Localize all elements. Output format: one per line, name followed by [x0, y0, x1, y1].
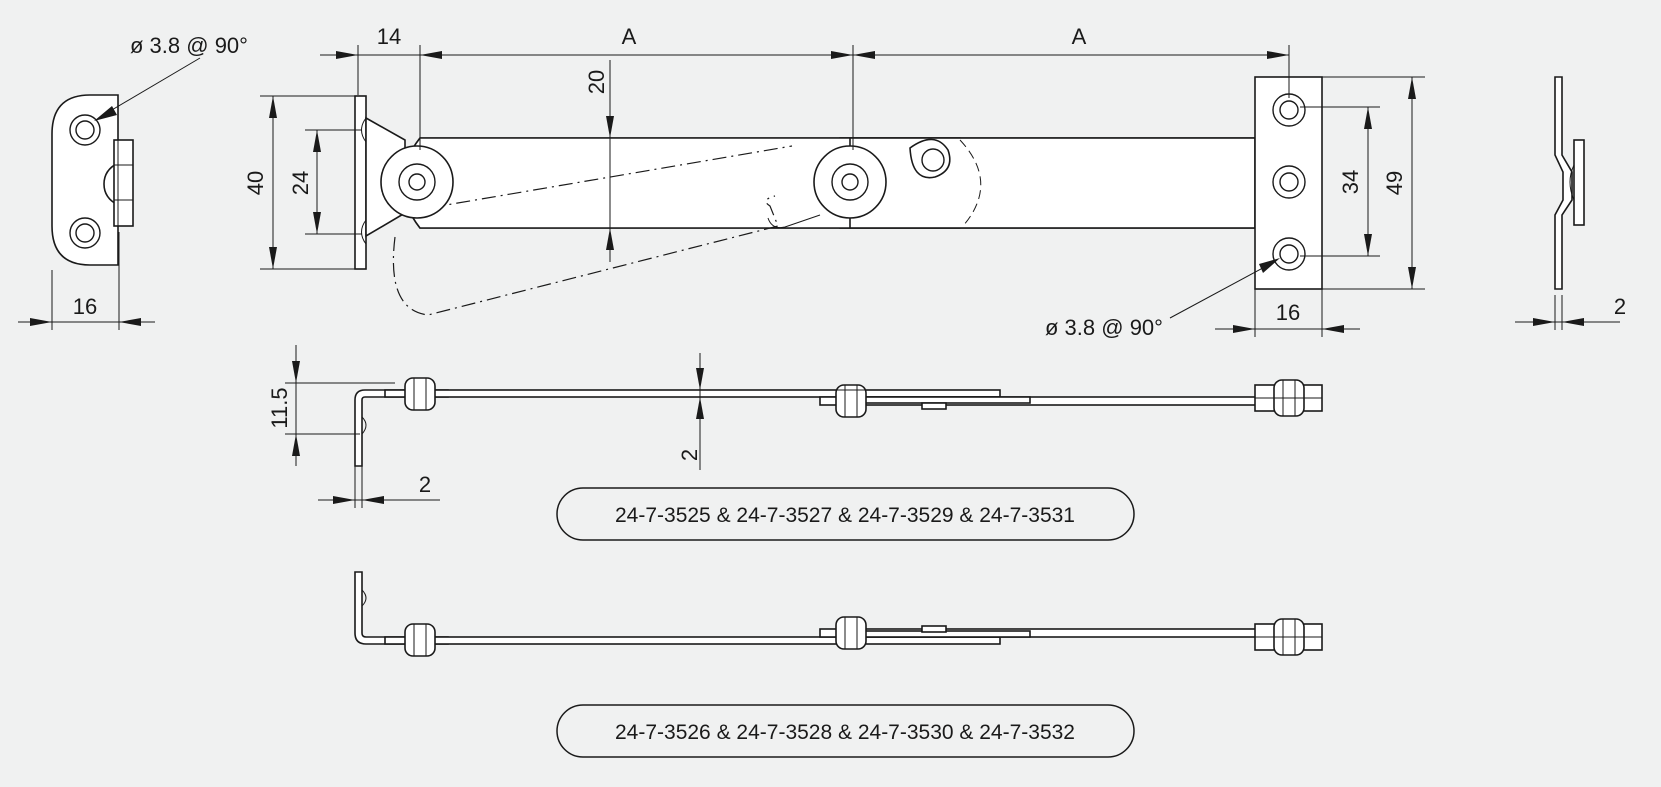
hole-spec-label-right: ø 3.8 @ 90° [1045, 315, 1163, 340]
variant-label-2: 24-7-3526 & 24-7-3528 & 24-7-3530 & 24-7… [556, 704, 1135, 758]
dim-16-right: 16 [1276, 300, 1300, 325]
dim-a-left: A [622, 24, 637, 49]
dim-40: 40 [243, 171, 268, 195]
dim-20: 20 [584, 70, 609, 94]
dim-24: 24 [288, 171, 313, 195]
dim-11-5: 11.5 [267, 387, 292, 428]
left-end-view: 16 ø 3.8 @ 90° [18, 33, 248, 330]
dim-2-bracket: 2 [419, 472, 431, 497]
variant-label-2-text: 24-7-3526 & 24-7-3528 & 24-7-3530 & 24-7… [615, 721, 1075, 744]
right-side-view: 2 [1515, 76, 1626, 330]
top-view-variant-2 [354, 571, 1323, 657]
dim-49: 49 [1382, 171, 1407, 195]
dim-2-bar: 2 [677, 449, 702, 461]
dim-14: 14 [377, 24, 401, 49]
dim-2-right-view: 2 [1614, 294, 1626, 319]
dim-16-left: 16 [73, 294, 97, 319]
variant-label-1: 24-7-3525 & 24-7-3527 & 24-7-3529 & 24-7… [556, 487, 1135, 541]
dim-a-right: A [1072, 24, 1087, 49]
main-front-view: 14 A A 20 40 24 34 49 [243, 24, 1425, 340]
hole-spec-label-left: ø 3.8 @ 90° [130, 33, 248, 58]
top-view-variant-1: 11.5 2 2 [267, 345, 1323, 508]
dim-34: 34 [1338, 170, 1363, 194]
variant-label-1-text: 24-7-3525 & 24-7-3527 & 24-7-3529 & 24-7… [615, 504, 1075, 527]
